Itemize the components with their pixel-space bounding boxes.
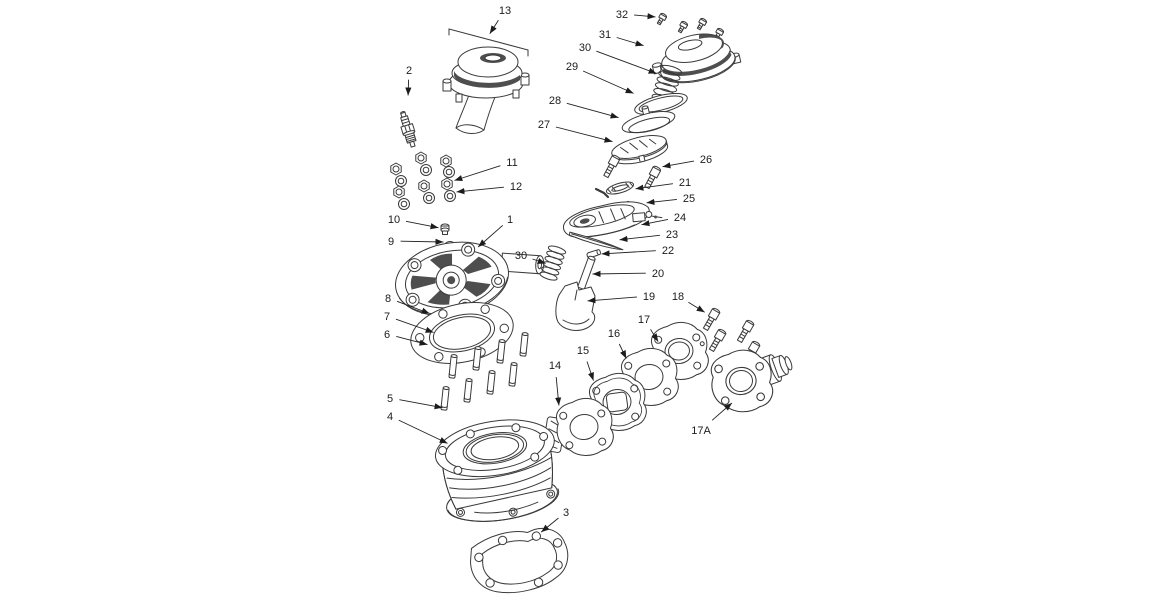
callout-leader-12-10 bbox=[456, 186, 504, 195]
callout-label-30-4: 30 bbox=[579, 42, 591, 54]
callout-leader-6-29 bbox=[396, 335, 428, 346]
washer bbox=[420, 164, 432, 176]
callout-label-29-5: 29 bbox=[566, 61, 578, 73]
part-17A-exhaust-flange-spigot bbox=[706, 345, 793, 417]
callout-label-8-27: 8 bbox=[385, 293, 391, 305]
callout-leader-11-9 bbox=[454, 165, 501, 182]
callout-label-21-11: 21 bbox=[679, 177, 691, 189]
callout-leader-10-13 bbox=[405, 220, 439, 230]
part-30-spring-lower bbox=[539, 245, 567, 281]
callout-leader-14-26 bbox=[555, 377, 562, 406]
callout-leader-28-6 bbox=[566, 102, 619, 119]
callout-leader-7-28 bbox=[395, 318, 434, 333]
callout-leader-18-22 bbox=[688, 301, 705, 313]
callout-label-10-13: 10 bbox=[388, 214, 400, 226]
callout-label-17-23: 17 bbox=[638, 314, 650, 326]
callout-leader-27-7 bbox=[555, 126, 613, 143]
callout-leader-26-8 bbox=[662, 160, 695, 169]
part-3-base-gasket bbox=[470, 527, 569, 594]
callout-leader-17A-32 bbox=[711, 402, 733, 421]
callout-leader-31-3 bbox=[616, 37, 644, 47]
callout-leader-2-1 bbox=[405, 79, 412, 96]
callout-leader-23-17 bbox=[619, 234, 660, 242]
washer bbox=[398, 198, 410, 210]
callout-leader-25-12 bbox=[646, 198, 677, 205]
part-28-valve-disc bbox=[621, 105, 676, 134]
callout-leader-19-21 bbox=[587, 296, 637, 304]
callout-leader-24-15 bbox=[641, 218, 669, 227]
callout-label-20-20: 20 bbox=[652, 268, 664, 280]
callout-label-9-16: 9 bbox=[388, 236, 394, 248]
callout-leader-20-20 bbox=[592, 270, 646, 277]
nut bbox=[415, 151, 427, 165]
callout-label-17A-32: 17A bbox=[691, 425, 711, 437]
washer bbox=[423, 192, 435, 204]
callout-leader-29-5 bbox=[582, 70, 634, 94]
callout-label-7-28: 7 bbox=[384, 311, 390, 323]
part-23-valve-blade bbox=[568, 231, 624, 251]
callout-label-12-10: 12 bbox=[510, 181, 522, 193]
part-8-7-6-head-gasket bbox=[410, 302, 514, 364]
callout-leader-9-16 bbox=[400, 238, 444, 245]
part-10-screw bbox=[440, 223, 450, 235]
part-13-head-cover-assembly bbox=[442, 28, 530, 134]
callout-leader-32-2 bbox=[634, 13, 656, 20]
part-4-cylinder bbox=[434, 416, 566, 522]
callout-label-14-26: 14 bbox=[549, 360, 561, 372]
nut bbox=[390, 162, 402, 176]
callout-label-19-21: 19 bbox=[643, 291, 655, 303]
callout-label-31-3: 31 bbox=[599, 29, 611, 41]
callout-leader-30-19 bbox=[532, 257, 546, 264]
callout-label-32-2: 32 bbox=[616, 9, 628, 21]
callout-label-28-6: 28 bbox=[549, 95, 561, 107]
callout-leader-17-23 bbox=[650, 329, 659, 342]
nut bbox=[418, 179, 430, 193]
callout-label-16-24: 16 bbox=[608, 328, 620, 340]
callout-label-4-31: 4 bbox=[387, 411, 393, 423]
callout-leader-16-24 bbox=[618, 343, 627, 359]
callout-leader-4-31 bbox=[398, 419, 448, 444]
callout-leader-21-11 bbox=[635, 183, 673, 191]
callout-leader-8-27 bbox=[396, 300, 430, 314]
part-21-gasket bbox=[605, 181, 635, 195]
washer bbox=[395, 175, 407, 187]
callout-label-18-22: 18 bbox=[672, 291, 684, 303]
callout-leader-5-30 bbox=[399, 399, 443, 410]
part-24-valve-assembly bbox=[562, 201, 663, 238]
callout-leader-13-0 bbox=[489, 20, 499, 34]
callout-leader-22-18 bbox=[601, 250, 656, 257]
part-2-spark-plug bbox=[400, 111, 417, 148]
callout-label-5-30: 5 bbox=[387, 393, 393, 405]
callout-label-3-33: 3 bbox=[563, 507, 569, 519]
nut bbox=[440, 154, 452, 168]
callout-label-25-12: 25 bbox=[683, 193, 695, 205]
callout-label-13-0: 13 bbox=[499, 5, 511, 17]
callout-label-6-29: 6 bbox=[384, 329, 390, 341]
callout-label-22-18: 22 bbox=[662, 245, 674, 257]
callout-label-30-19: 30 bbox=[515, 250, 527, 262]
part-15-spacer bbox=[585, 369, 650, 435]
washer bbox=[444, 190, 456, 202]
nut bbox=[441, 177, 453, 191]
callout-label-26-8: 26 bbox=[700, 154, 712, 166]
nut bbox=[393, 185, 405, 199]
part-19-valve-guide bbox=[555, 281, 596, 331]
callout-label-11-9: 11 bbox=[506, 157, 517, 169]
callout-leader-30-4 bbox=[596, 50, 657, 74]
callout-label-27-7: 27 bbox=[538, 119, 550, 131]
washer bbox=[443, 166, 455, 178]
callout-leader-3-33 bbox=[540, 517, 559, 533]
callout-label-2-1: 2 bbox=[406, 65, 412, 77]
callout-label-24-15: 24 bbox=[674, 212, 686, 224]
callout-label-23-17: 23 bbox=[666, 229, 678, 241]
part-1-cylinder-head bbox=[395, 241, 545, 317]
callout-leader-15-25 bbox=[586, 361, 594, 381]
callout-leader-1-14 bbox=[477, 224, 504, 248]
callout-label-1-14: 1 bbox=[507, 214, 513, 226]
part-31-valve-cover bbox=[651, 33, 742, 84]
bracket-13 bbox=[448, 28, 529, 57]
callout-label-15-25: 15 bbox=[577, 345, 589, 357]
